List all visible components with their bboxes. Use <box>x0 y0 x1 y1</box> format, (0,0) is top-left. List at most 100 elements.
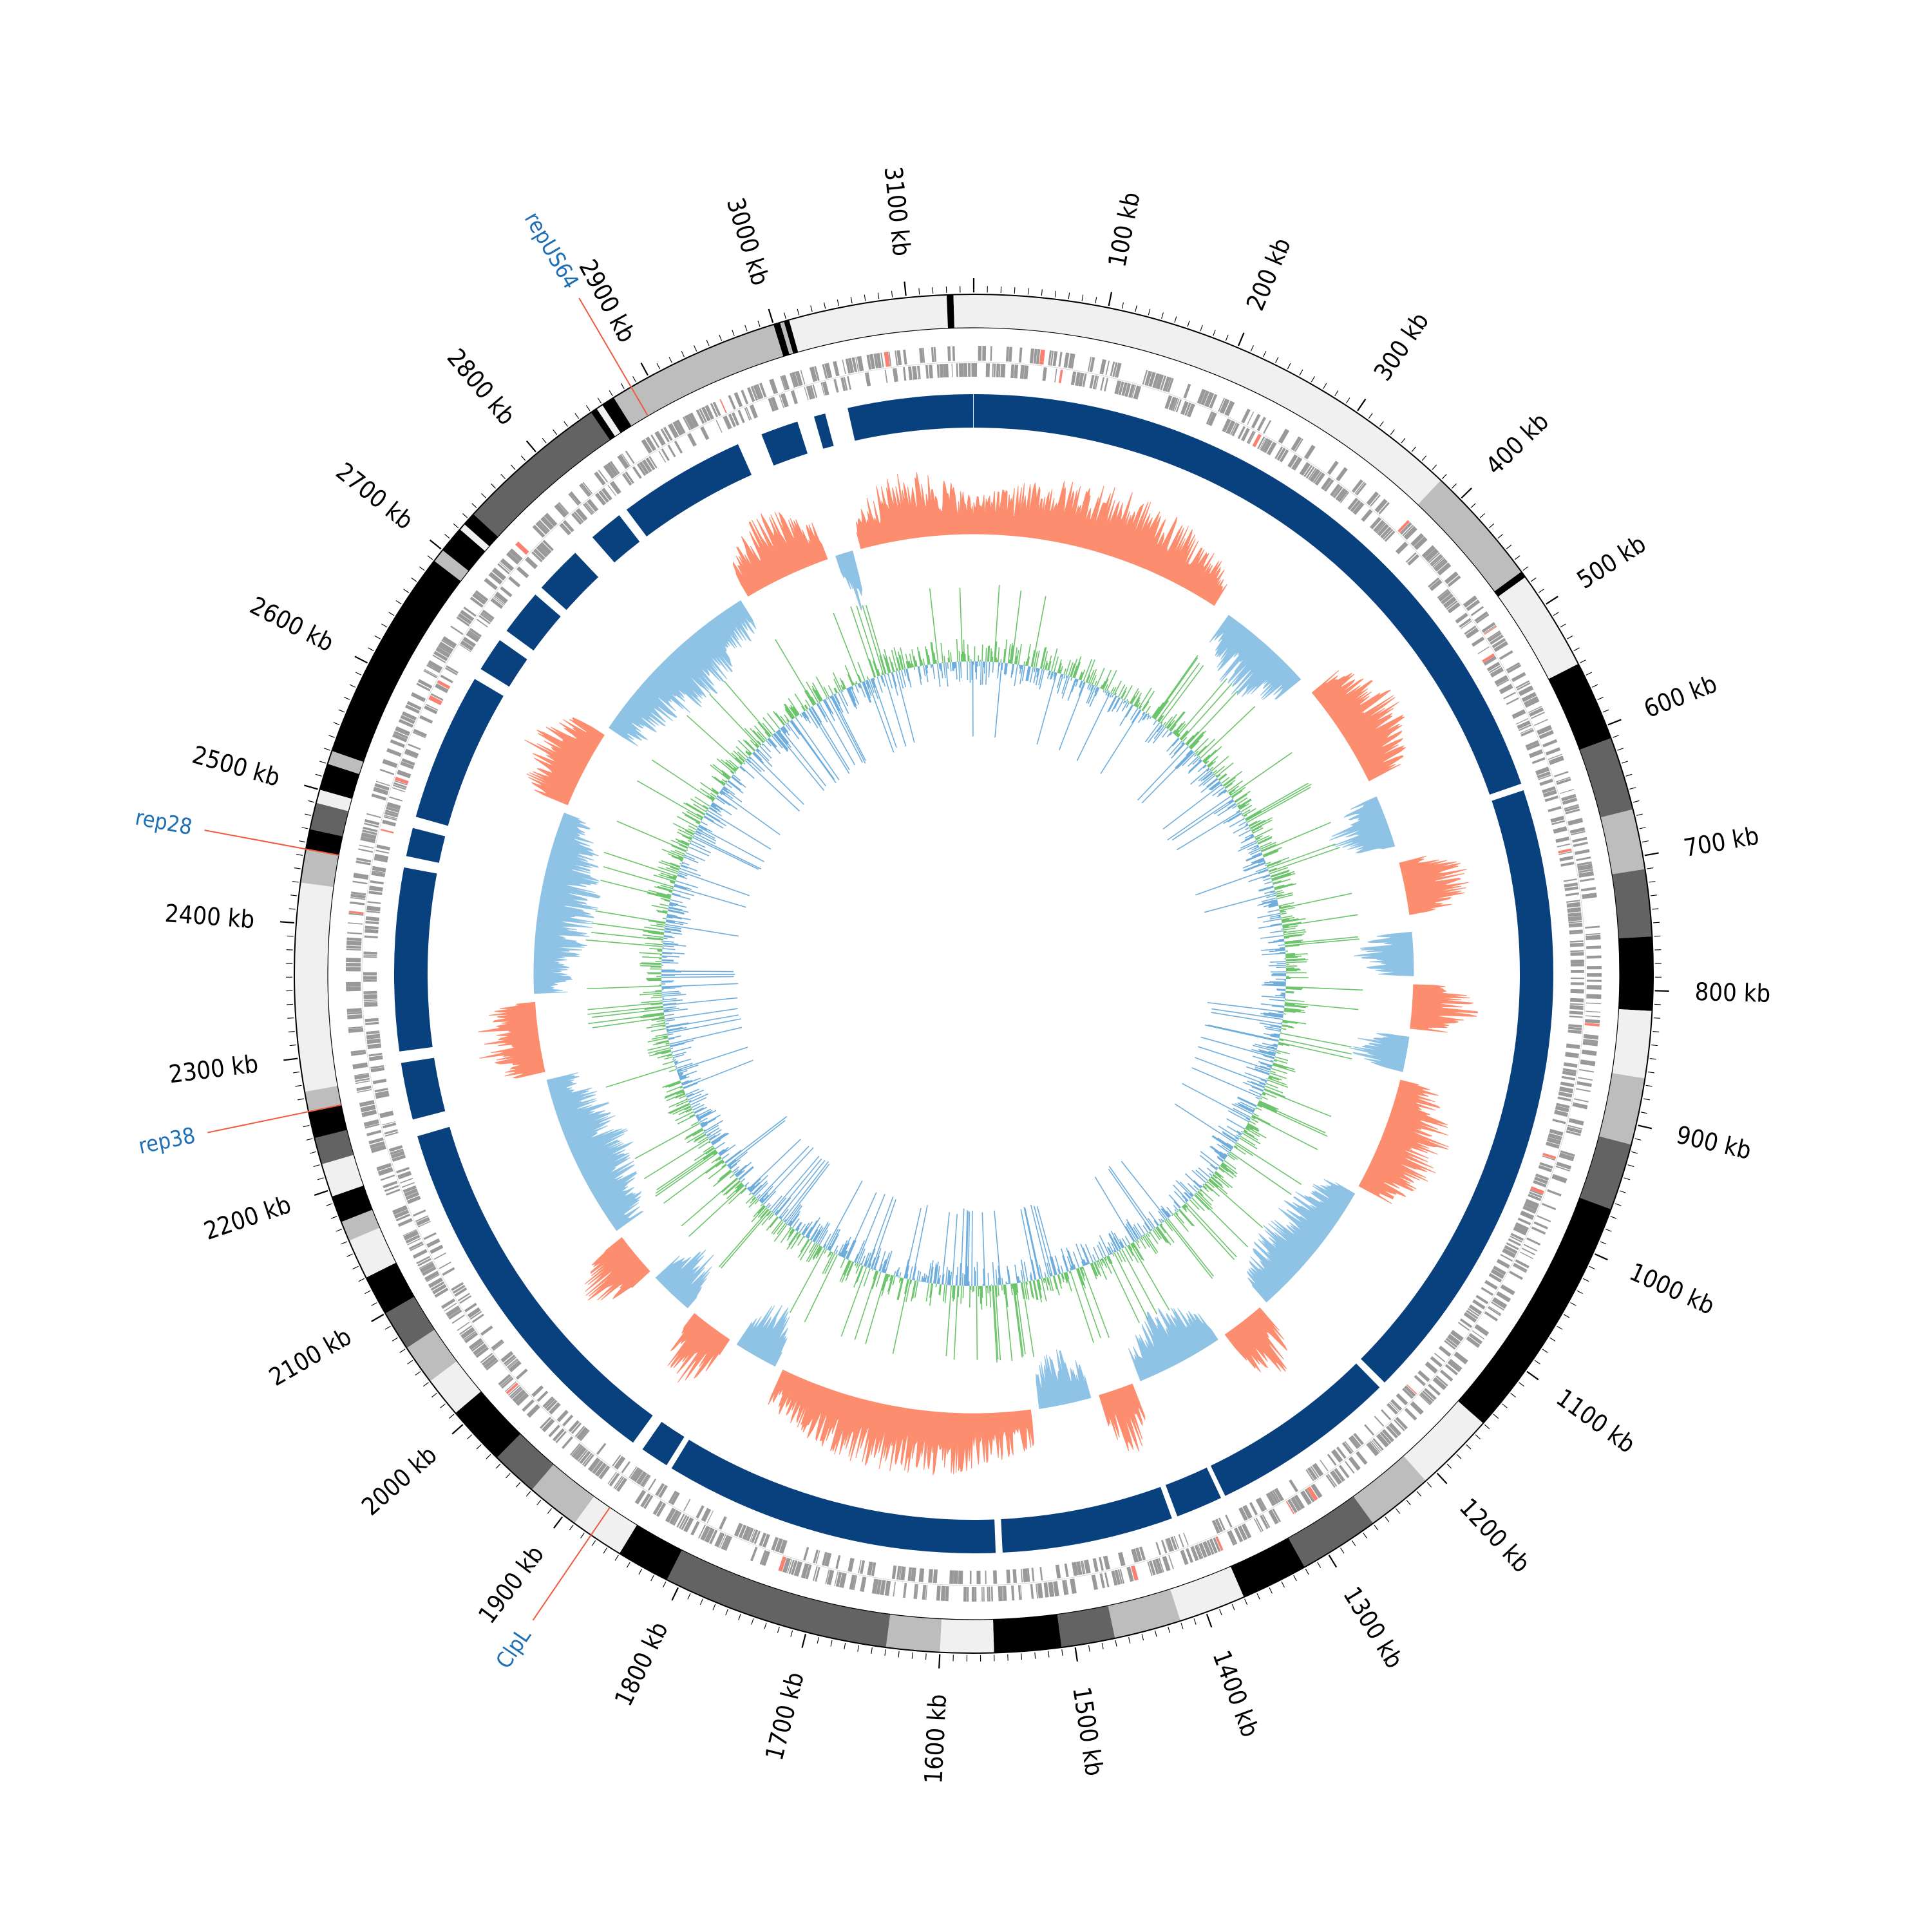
gene-feature <box>393 784 406 790</box>
gene-feature <box>1570 982 1584 985</box>
gene-feature <box>363 976 377 980</box>
gene-feature <box>1570 963 1584 967</box>
gene-feature <box>368 1137 384 1144</box>
minor-tick <box>553 429 558 435</box>
gene-feature <box>1380 526 1392 539</box>
gene-feature <box>1092 375 1098 390</box>
gene-feature <box>1114 363 1122 378</box>
gene-feature <box>1586 955 1602 959</box>
gene-feature <box>1075 372 1081 386</box>
gene-feature <box>1299 462 1311 476</box>
contig-segment <box>1612 869 1653 939</box>
minor-tick <box>857 1645 860 1652</box>
gene-feature <box>531 1385 544 1397</box>
gene-feature <box>1231 422 1240 437</box>
minor-tick <box>777 1626 780 1633</box>
gene-feature <box>1570 952 1584 956</box>
gene-feature <box>579 1450 591 1464</box>
minor-tick <box>1488 523 1495 529</box>
gene-feature <box>1394 1419 1405 1432</box>
gene-feature <box>1351 1435 1361 1447</box>
gene-feature <box>688 412 699 428</box>
position-label: 1800 kb <box>609 1618 674 1711</box>
gene-feature <box>1256 417 1267 431</box>
gene-feature <box>1294 1494 1305 1510</box>
gene-feature <box>363 999 377 1001</box>
minor-tick <box>1293 1575 1297 1582</box>
gene-feature <box>584 502 594 515</box>
gene-feature <box>1569 1016 1583 1018</box>
gene-feature <box>1218 397 1225 412</box>
gene-feature <box>1537 1215 1551 1222</box>
contig-segment <box>940 1618 994 1653</box>
minor-tick <box>1101 1642 1104 1649</box>
gene-feature <box>1019 365 1023 379</box>
minor-tick <box>315 773 322 777</box>
gene-feature <box>1521 1247 1536 1256</box>
gene-feature <box>1262 1514 1271 1528</box>
gene-feature <box>1327 1473 1338 1487</box>
minor-tick <box>620 383 625 390</box>
gene-feature <box>888 351 892 366</box>
gene-feature <box>390 1151 405 1159</box>
position-label: 2100 kb <box>264 1322 356 1392</box>
gene-feature <box>1559 1086 1573 1094</box>
gene-feature <box>1037 1583 1043 1598</box>
gene-feature <box>649 456 658 469</box>
contig-segment <box>1498 577 1578 679</box>
gene-feature <box>933 346 936 362</box>
contig-segment <box>1458 1197 1611 1424</box>
gene-feature <box>1080 1560 1084 1575</box>
minor-tick <box>1368 413 1373 419</box>
gene-feature <box>1566 1130 1581 1137</box>
gene-feature <box>1386 1425 1398 1439</box>
gene-feature <box>1377 524 1389 536</box>
gene-feature <box>721 1535 728 1549</box>
gene-feature <box>1468 1304 1482 1315</box>
gene-feature <box>1584 1023 1600 1027</box>
gene-feature <box>457 1321 470 1331</box>
gene-feature <box>1483 656 1497 665</box>
gene-feature <box>1039 1567 1043 1581</box>
gene-feature <box>1446 600 1458 611</box>
gene-feature <box>853 1575 858 1591</box>
gene-feature <box>983 1586 985 1602</box>
gene-feature <box>371 871 386 877</box>
gene-feature <box>1052 351 1058 366</box>
minor-tick <box>1441 474 1447 480</box>
gene-feature <box>388 1145 403 1152</box>
gene-feature <box>1568 1118 1584 1126</box>
gene-feature <box>368 1052 383 1057</box>
gene-feature <box>916 365 920 380</box>
minor-tick <box>1115 1640 1117 1647</box>
gene-feature <box>1164 395 1173 410</box>
minor-tick <box>308 800 315 803</box>
minor-tick <box>609 390 613 397</box>
gene-feature <box>978 346 982 361</box>
gene-feature <box>1397 520 1410 533</box>
gene-feature <box>787 1558 793 1574</box>
minor-tick <box>1542 1349 1548 1353</box>
gene-feature <box>1567 916 1582 922</box>
major-tick <box>1357 399 1367 412</box>
gene-feature <box>1142 370 1148 385</box>
minor-tick <box>1479 513 1486 518</box>
gc-skew-negative <box>1354 931 1414 976</box>
gene-feature <box>1461 620 1472 629</box>
contig-segment <box>574 1496 638 1554</box>
minor-tick <box>1610 1216 1617 1219</box>
minor-tick <box>423 1382 429 1387</box>
minor-tick <box>1619 1190 1626 1193</box>
gene-feature <box>840 377 846 392</box>
gene-feature <box>1466 599 1481 611</box>
gene-feature <box>1020 1569 1023 1583</box>
gene-feature <box>775 1538 783 1553</box>
gene-feature <box>1554 771 1569 777</box>
minor-tick <box>1379 421 1384 427</box>
gene-feature <box>1325 1475 1336 1488</box>
gene-feature <box>1459 618 1472 628</box>
minor-tick <box>1475 1434 1481 1439</box>
gene-feature <box>1335 488 1346 501</box>
gene-feature <box>621 1461 630 1473</box>
gene-feature <box>348 1027 364 1034</box>
